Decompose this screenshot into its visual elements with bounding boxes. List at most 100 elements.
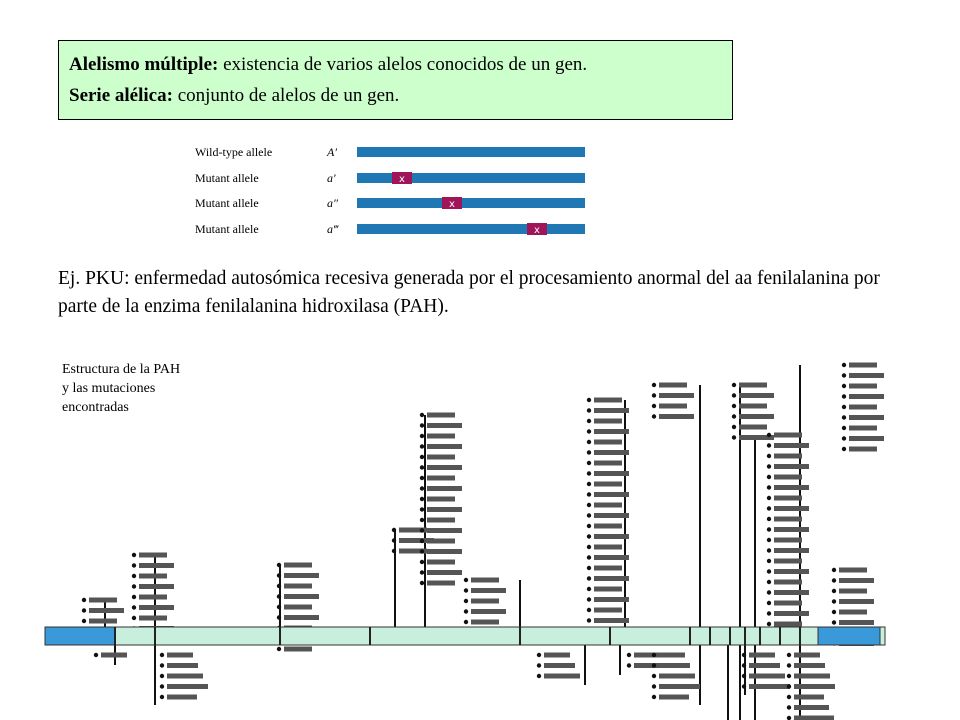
mutation-label-bar <box>284 604 312 610</box>
mutation-dot <box>276 594 282 599</box>
mutation-dot <box>419 454 425 460</box>
mutation-dot <box>741 673 747 679</box>
mutation-dot <box>131 594 137 600</box>
mutation-dot <box>586 607 592 613</box>
mutation-dot <box>841 373 847 378</box>
mutation-dot <box>731 424 737 430</box>
mutation-label-bar <box>839 599 874 604</box>
mutation-dot <box>391 548 397 554</box>
mutation-label-bar <box>594 439 622 445</box>
mutation-dot <box>786 663 792 668</box>
mutation-dot <box>766 495 772 501</box>
mutation-label-bar <box>794 705 829 710</box>
mutation-label-bar <box>594 534 629 539</box>
mutation-dot <box>159 684 165 689</box>
allele-symbol: a″ <box>327 196 339 210</box>
allele-bar <box>357 198 585 208</box>
mutation-dot <box>766 474 772 480</box>
mutation-label-bar <box>427 507 462 512</box>
mutation-dot <box>586 513 592 518</box>
mutation-dot <box>159 663 165 668</box>
mutation-label-bar <box>849 436 884 441</box>
mutation-dot <box>536 652 542 658</box>
mutation-dot <box>766 611 772 616</box>
mutation-label-bar <box>839 609 867 615</box>
mutation-label-bar <box>774 569 809 574</box>
mutation-label-bar <box>89 608 124 613</box>
mutation-label-bar <box>427 423 462 428</box>
mutation-label-bar <box>849 362 877 368</box>
mutation-label-bar <box>399 527 427 533</box>
exon-boundaries <box>114 627 801 645</box>
mutation-label-bar <box>739 393 774 398</box>
mutation-dot <box>651 663 657 668</box>
mutation-dot <box>741 663 747 668</box>
allele-bar <box>357 147 585 157</box>
mutation-dot <box>651 673 657 679</box>
mutation-label-bar <box>284 615 319 620</box>
mutation-label-bar <box>427 570 462 575</box>
mutation-label-bar <box>139 615 167 621</box>
mutation-dot <box>731 382 737 388</box>
mutation-label-bar <box>284 573 319 578</box>
mutation-dot <box>463 619 469 625</box>
mutation-label-bar <box>427 517 455 523</box>
mutation-label-bar <box>659 414 694 419</box>
mutation-dot <box>786 652 792 658</box>
mutation-dot <box>81 618 87 624</box>
mutation-marker <box>392 172 412 184</box>
mutation-dot <box>766 485 772 490</box>
mutation-label-bar <box>594 586 622 592</box>
mutation-dot <box>586 408 592 413</box>
mutation-label-bar <box>794 715 834 720</box>
mutation-label-bar <box>749 684 790 689</box>
mutation-x: x <box>399 174 405 185</box>
mutation-dot <box>419 412 425 418</box>
allele-row-mutant-1: Mutant allele a′ x <box>195 171 585 185</box>
caption-line: Estructura de la PAH <box>62 362 181 377</box>
mutation-dot <box>586 555 592 560</box>
mutation-label-bar <box>544 673 580 679</box>
mutation-label-bar <box>659 382 687 388</box>
mutation-label-bar <box>594 523 622 529</box>
multiple-allelism-definition: Alelismo múltiple: existencia de varios … <box>69 49 722 80</box>
mutation-label-bar <box>774 432 802 438</box>
mutation-dot <box>731 435 737 440</box>
mutation-label-bar <box>167 663 198 668</box>
mutation-label-bar <box>634 652 660 658</box>
mutation-label-bar <box>594 481 622 487</box>
mutation-label-bar <box>139 573 167 579</box>
mutation-dot <box>586 450 592 455</box>
multiple-allelism-text: existencia de varios alelos conocidos de… <box>218 54 588 75</box>
mutation-dot <box>586 471 592 476</box>
mutation-dot <box>731 393 737 398</box>
mutation-label-bar <box>774 600 802 606</box>
mutation-label-bar <box>839 567 867 573</box>
mutation-label-bar <box>659 403 687 409</box>
mutation-dot <box>159 652 165 658</box>
pah-gene-mutation-map <box>44 362 886 720</box>
mutation-label-bar <box>634 663 665 668</box>
allele-row-wildtype: Wild-type allele A′ <box>195 145 585 159</box>
mutation-label-bar <box>774 548 809 553</box>
mutation-dot <box>586 481 592 487</box>
allele-bar <box>357 224 585 234</box>
mutation-dot <box>463 598 469 604</box>
mutation-label-bar <box>659 684 700 689</box>
mutation-label-bar <box>167 684 208 689</box>
mutation-dot <box>766 443 772 448</box>
mutation-dot <box>766 453 772 459</box>
allele-bar <box>357 173 585 183</box>
mutation-label-bar <box>594 544 622 550</box>
pah-caption: Estructura de la PAH y las mutaciones en… <box>62 360 232 417</box>
mutation-dot <box>536 663 542 668</box>
mutation-label-bar <box>139 584 174 589</box>
mutation-dot <box>731 403 737 409</box>
mutation-label-bar <box>594 460 622 466</box>
mutation-dot <box>651 694 657 700</box>
allele-symbol: a′ <box>327 171 336 185</box>
mutation-dot <box>276 646 282 652</box>
mutation-dot <box>419 559 425 565</box>
mutation-label-bar <box>774 590 809 595</box>
mutation-label-bar <box>427 538 455 544</box>
